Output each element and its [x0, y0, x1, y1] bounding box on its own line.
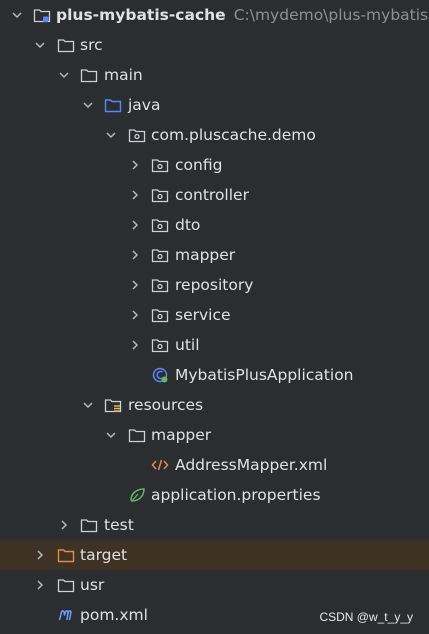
tree-row-package-dto[interactable]: dto — [0, 210, 429, 240]
java-label: java — [128, 96, 161, 114]
app-class-label: MybatisPlusApplication — [175, 366, 354, 384]
chevron-down-icon[interactable] — [56, 60, 72, 90]
tree-row-properties-file[interactable]: application.properties — [0, 480, 429, 510]
pom-label: pom.xml — [80, 606, 148, 624]
chevron-right-icon[interactable] — [32, 570, 48, 600]
tree-row-src[interactable]: src — [0, 30, 429, 60]
chevron-down-icon[interactable] — [80, 90, 96, 120]
package-controller-label: controller — [175, 186, 249, 204]
chevron-right-icon[interactable] — [127, 210, 143, 240]
tree-row-test[interactable]: test — [0, 510, 429, 540]
usr-label: usr — [80, 576, 105, 594]
package-label: com.pluscache.demo — [151, 126, 316, 144]
tree-row-java[interactable]: java — [0, 90, 429, 120]
package-icon — [151, 217, 169, 233]
chevron-down-icon[interactable] — [103, 120, 119, 150]
chevron-right-icon[interactable] — [127, 240, 143, 270]
target-label: target — [80, 546, 128, 564]
tree-row-project-root[interactable]: plus-mybatis-cache C:\mydemo\plus-mybatis — [0, 0, 429, 30]
src-label: src — [80, 36, 103, 54]
chevron-right-icon[interactable] — [127, 300, 143, 330]
folder-icon — [80, 517, 98, 533]
tree-row-xml-file[interactable]: AddressMapper.xml — [0, 450, 429, 480]
source-folder-icon — [104, 97, 122, 113]
module-folder-icon — [33, 7, 51, 23]
tree-row-usr[interactable]: usr — [0, 570, 429, 600]
chevron-right-icon[interactable] — [127, 150, 143, 180]
watermark: CSDN @w_t_y_y — [319, 610, 413, 624]
folder-icon — [128, 427, 146, 443]
test-label: test — [104, 516, 134, 534]
chevron-right-icon[interactable] — [32, 540, 48, 570]
resources-folder-icon — [104, 397, 122, 413]
tree-row-target[interactable]: target — [0, 540, 429, 570]
xml-file-label: AddressMapper.xml — [175, 456, 328, 474]
chevron-down-icon[interactable] — [103, 420, 119, 450]
spring-properties-icon — [128, 487, 146, 503]
folder-icon — [80, 67, 98, 83]
package-repository-label: repository — [175, 276, 254, 294]
chevron-down-icon[interactable] — [32, 30, 48, 60]
chevron-right-icon[interactable] — [127, 330, 143, 360]
package-icon — [151, 157, 169, 173]
chevron-right-icon[interactable] — [56, 510, 72, 540]
excluded-folder-icon — [57, 547, 75, 563]
tree-row-package-mapper[interactable]: mapper — [0, 240, 429, 270]
package-icon — [151, 277, 169, 293]
project-name: plus-mybatis-cache C:\mydemo\plus-mybatis — [56, 0, 428, 30]
package-icon — [151, 187, 169, 203]
tree-row-package-controller[interactable]: controller — [0, 180, 429, 210]
chevron-down-icon[interactable] — [9, 0, 25, 30]
package-icon — [151, 307, 169, 323]
package-icon — [151, 247, 169, 263]
resources-label: resources — [128, 396, 204, 414]
package-config-label: config — [175, 156, 223, 174]
folder-icon — [57, 577, 75, 593]
tree-row-pom[interactable]: pom.xml — [0, 600, 429, 630]
tree-row-main[interactable]: main — [0, 60, 429, 90]
package-icon — [151, 337, 169, 353]
tree-row-app-class[interactable]: MybatisPlusApplication — [0, 360, 429, 390]
resources-mapper-label: mapper — [151, 426, 212, 444]
tree-row-package-repository[interactable]: repository — [0, 270, 429, 300]
folder-icon — [57, 37, 75, 53]
spring-boot-class-icon — [151, 367, 169, 383]
chevron-down-icon[interactable] — [80, 390, 96, 420]
tree-row-resources-mapper[interactable]: mapper — [0, 420, 429, 450]
maven-icon — [57, 607, 75, 623]
main-label: main — [104, 66, 143, 84]
xml-file-icon — [151, 457, 169, 473]
chevron-right-icon[interactable] — [127, 270, 143, 300]
tree-row-package-util[interactable]: util — [0, 330, 429, 360]
package-icon — [128, 127, 146, 143]
tree-row-package-config[interactable]: config — [0, 150, 429, 180]
tree-row-package-service[interactable]: service — [0, 300, 429, 330]
chevron-right-icon[interactable] — [127, 180, 143, 210]
package-mapper-label: mapper — [175, 246, 236, 264]
project-path: C:\mydemo\plus-mybatis — [233, 6, 429, 24]
tree-row-package[interactable]: com.pluscache.demo — [0, 120, 429, 150]
package-util-label: util — [175, 336, 200, 354]
project-name-text: plus-mybatis-cache — [56, 6, 226, 24]
tree-row-resources[interactable]: resources — [0, 390, 429, 420]
properties-file-label: application.properties — [151, 486, 321, 504]
package-dto-label: dto — [175, 216, 201, 234]
package-service-label: service — [175, 306, 231, 324]
